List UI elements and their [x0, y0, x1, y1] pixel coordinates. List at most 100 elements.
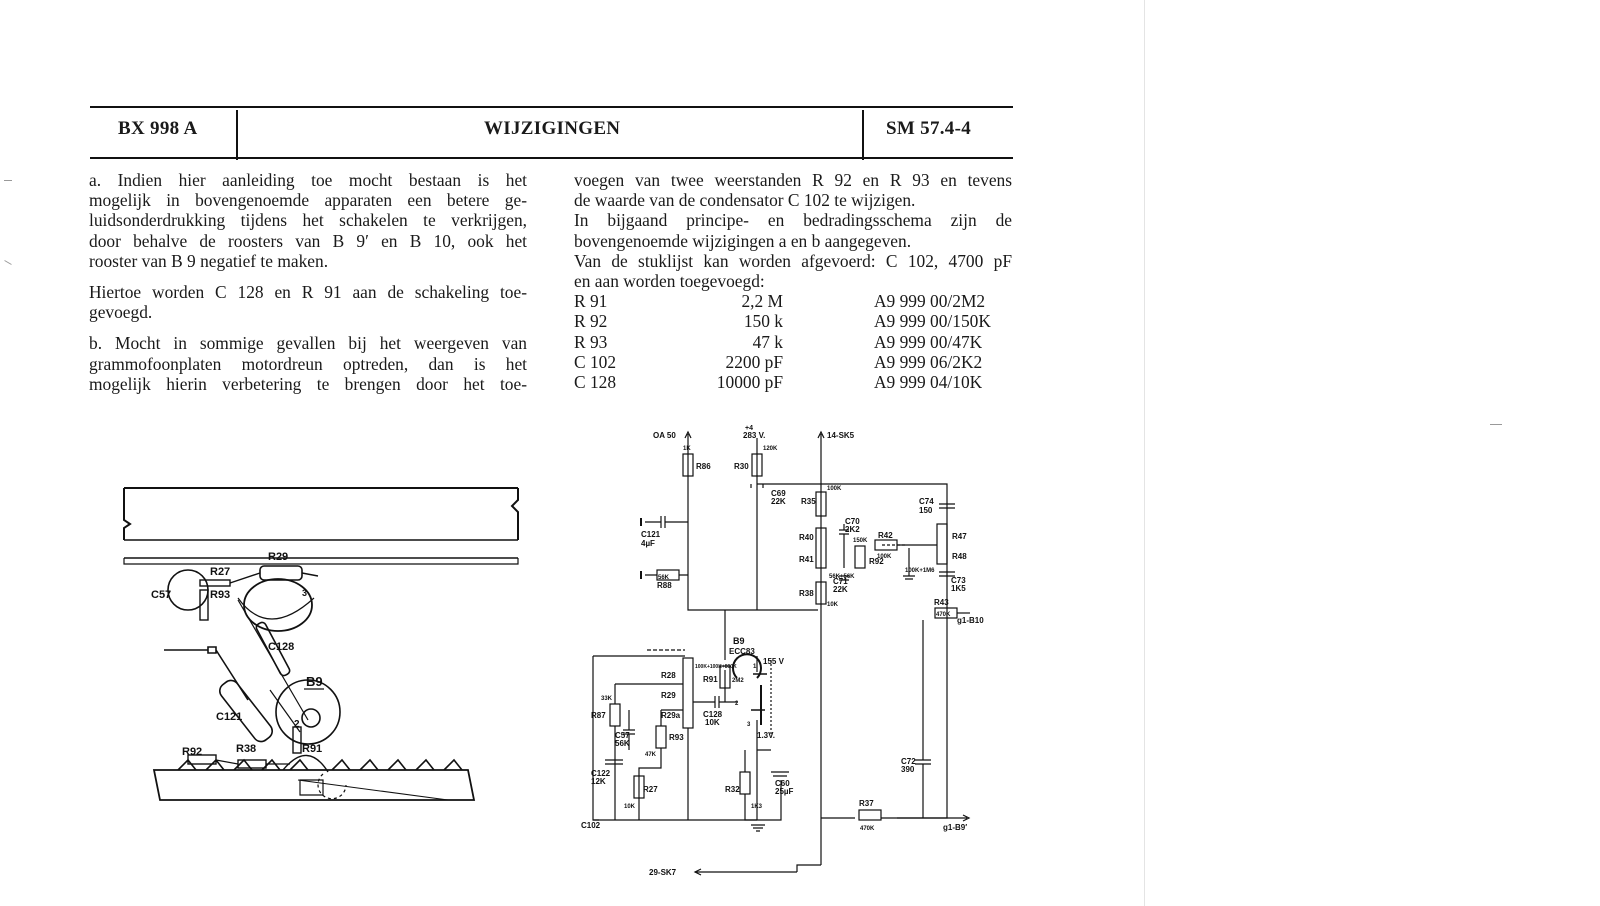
scan-mark	[4, 260, 12, 265]
c121-capacitor	[219, 679, 273, 743]
part-code: A9 999 00/150K	[874, 311, 991, 332]
r27-resistor	[199, 579, 231, 587]
b9-tube-outline	[275, 679, 341, 745]
value-r38: 10K	[827, 602, 839, 608]
c74-capacitor	[939, 503, 955, 509]
part-code: A9 999 00/47K	[874, 331, 983, 352]
b9-tube-symbol	[732, 653, 762, 679]
text-line: de waarde van de condensator C 102 te wi…	[574, 190, 916, 211]
label-r40: R40	[799, 533, 814, 542]
left-text-column: a. Indien hier aanleiding toe mocht best…	[89, 170, 527, 394]
label-1-3v: 1.3V.	[757, 731, 775, 740]
text-line: Van de stuklijst kan worden afgevoerd: C…	[574, 250, 1012, 271]
label-r41: R41	[799, 555, 814, 564]
value-r32: 1K3	[751, 804, 763, 810]
label-r29: R29	[268, 551, 288, 563]
page-title: WIJZIGINGEN	[484, 118, 621, 139]
wire-29sk7	[695, 864, 821, 873]
parts-row: C 102 2200 pF A9 999 06/2K2	[574, 352, 1012, 372]
parts-row: C 128 10000 pF A9 999 04/10K	[574, 372, 1012, 392]
label-r29a: R29a	[661, 711, 681, 720]
label-c70: C70	[845, 517, 860, 526]
part-code: A9 999 04/10K	[874, 371, 983, 392]
label-pin-1: 1	[753, 664, 757, 670]
label-c57: C57	[615, 731, 630, 740]
label-r27: R27	[643, 785, 658, 794]
text-line: door behalve de roosters van B 9′ en B 1…	[89, 230, 527, 251]
label-oa50: OA 50	[653, 431, 676, 440]
parts-list: R 91 2,2 M A9 999 00/2M2 R 92 150 k A9 9…	[574, 291, 1012, 392]
text-line: bovengenoemde wijzigingen a en b aangege…	[574, 230, 912, 251]
text-line: en aan worden toegevoegd:	[574, 271, 765, 292]
c73-capacitor	[939, 571, 955, 577]
label-r88: R88	[657, 581, 672, 590]
text-line: rooster van B 9 negatief te maken.	[89, 250, 329, 271]
value-r40-r41: 56K+56K	[829, 574, 855, 580]
part-reference: C 128	[574, 371, 617, 392]
label-r42: R42	[878, 531, 893, 540]
part-reference: R 92	[574, 311, 608, 332]
part-value: 150 k	[743, 311, 783, 332]
label-r86: R86	[696, 462, 711, 471]
label-plus: +4	[745, 425, 753, 432]
header-divider-right	[862, 110, 864, 160]
label-c121: C121	[216, 711, 242, 723]
r91-resistor	[719, 665, 731, 689]
c71-capacitor	[839, 575, 849, 581]
part-value: 2200 pF	[725, 351, 784, 372]
value-r35: 100K	[827, 486, 842, 492]
paragraph-a: a. Indien hier aanleiding toe mocht best…	[89, 170, 527, 271]
r93-resistor	[655, 725, 667, 749]
label-pin-2: 2	[294, 719, 300, 730]
r32-resistor	[739, 771, 751, 795]
label-r29: R29	[661, 691, 676, 700]
c121-capacitor	[645, 516, 688, 528]
value-r42: 100K	[877, 554, 892, 560]
model-number: BX 998 A	[118, 118, 198, 139]
text-line: luidsonderdrukking tijdens het schakelen…	[89, 210, 527, 231]
label-pin-3: 3	[747, 722, 751, 728]
value-c74: 150	[919, 506, 933, 515]
tag-strip-lugs	[177, 758, 463, 771]
r29-resistor	[259, 565, 303, 581]
c72-capacitor	[915, 620, 931, 818]
text-line: grammofoonplaten motordreun optreden, da…	[89, 353, 527, 374]
part-value: 47 k	[752, 331, 783, 352]
label-c69: C69	[771, 489, 786, 498]
paragraph-b: b. Mocht in sommige gevallen bij het wee…	[89, 333, 527, 394]
value-r47-r48: 100K+1M6	[905, 568, 935, 574]
value-r87: 33K	[601, 696, 613, 702]
value-c69: 22K	[771, 497, 786, 506]
wire-top-rail	[757, 483, 948, 819]
parts-row: R 91 2,2 M A9 999 00/2M2	[574, 291, 1012, 311]
label-r28: R28	[661, 671, 676, 680]
r28-r29-r29a-resistor	[682, 657, 694, 729]
part-code: A9 999 00/2M2	[874, 291, 986, 312]
r93-resistor	[199, 589, 209, 621]
label-r27: R27	[210, 566, 230, 578]
value-r92: 150K	[853, 538, 868, 544]
r47-r48-resistor	[936, 523, 948, 565]
label-r38: R38	[236, 743, 256, 755]
c128-capacitor	[693, 696, 737, 708]
value-r91: 2M2	[732, 678, 744, 684]
label-r38: R38	[799, 589, 814, 598]
label-pin-2: 2	[735, 701, 739, 707]
parts-row: R 92 150 k A9 999 00/150K	[574, 311, 1012, 331]
part-reference: R 93	[574, 331, 608, 352]
part-code: A9 999 06/2K2	[874, 351, 983, 372]
label-c121: C121	[641, 530, 661, 539]
scan-mark	[4, 180, 12, 181]
part-reference: C 102	[574, 351, 617, 372]
r91-resistor	[292, 726, 302, 754]
value-r43: 470K	[936, 612, 951, 618]
value-c121: 4µF	[641, 539, 655, 548]
c57-capacitor	[623, 710, 635, 750]
value-r28-r29: 100K+100K+800K	[695, 664, 737, 670]
label-29-sk7: 29-SK7	[649, 868, 677, 877]
value-c71: 22K	[833, 585, 848, 594]
r35-resistor	[815, 491, 827, 517]
label-ecc83: ECC83	[729, 647, 755, 656]
service-manual-reference: SM 57.4-4	[886, 118, 972, 139]
label-r35: R35	[801, 497, 816, 506]
